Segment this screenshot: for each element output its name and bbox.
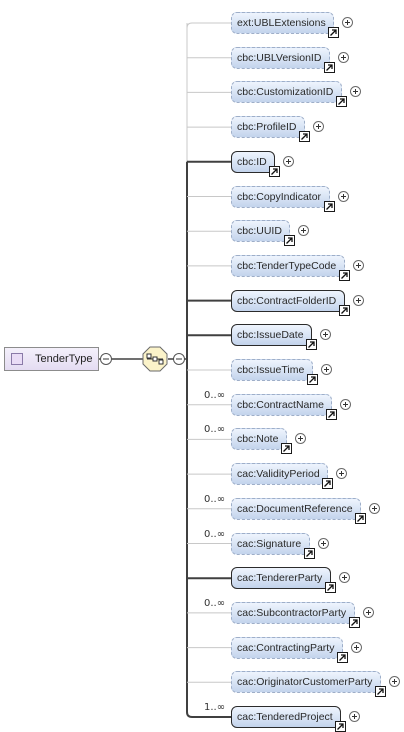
element-label: cbc:IssueDate [237, 329, 304, 342]
element-label: cbc:ContractName [237, 398, 324, 411]
element-box[interactable]: cac:OriginatorCustomerParty [231, 671, 381, 694]
expand-icon[interactable] [350, 86, 361, 98]
element-label: cbc:UUID [237, 225, 282, 238]
expand-icon[interactable] [342, 17, 353, 28]
element-box[interactable]: cbc:CustomizationID [231, 81, 342, 104]
element-label: cbc:Note [237, 433, 279, 446]
element-box[interactable]: cbc:ProfileID [231, 116, 305, 139]
expand-icon[interactable] [389, 676, 400, 688]
element-box[interactable]: cbc:TenderTypeCode [231, 254, 345, 277]
element-box[interactable]: cac:ValidityPeriod [231, 463, 328, 486]
reference-arrow-icon [328, 27, 339, 38]
element-label: cbc:UBLVersionID [237, 51, 322, 64]
element-box[interactable]: cac:Signature [231, 532, 310, 555]
expand-icon[interactable] [353, 259, 364, 271]
expand-icon[interactable] [295, 433, 306, 445]
occurrence-label: 1..∞ [204, 702, 226, 713]
occurrence-label: 0..∞ [204, 597, 226, 609]
element-box[interactable]: cac:TendererParty [231, 567, 331, 590]
expand-icon[interactable] [340, 398, 351, 410]
element-box[interactable]: cbc:UUID [231, 220, 290, 243]
expand-icon[interactable] [318, 537, 329, 549]
expand-icon[interactable] [313, 121, 324, 133]
element-box[interactable]: cbc:ContractFolderID [231, 289, 345, 312]
reference-arrow-icon [284, 235, 295, 247]
compositor-collapse-icon[interactable] [173, 353, 185, 365]
element-label: cbc:CopyIndicator [237, 190, 322, 203]
reference-arrow-icon [337, 651, 348, 663]
expand-icon[interactable] [320, 329, 331, 341]
element-label: cac:ValidityPeriod [237, 468, 320, 481]
branch-line [186, 22, 231, 29]
reference-arrow-icon [269, 165, 280, 177]
reference-arrow-icon [304, 547, 315, 559]
reference-arrow-icon [281, 443, 292, 455]
element-label: cbc:ProfileID [237, 121, 297, 134]
expand-icon[interactable] [321, 364, 332, 375]
expand-icon[interactable] [339, 572, 350, 584]
complex-type-icon [11, 353, 23, 365]
element-box[interactable]: cac:ContractingParty [231, 636, 343, 659]
occurrence-label: 0..∞ [204, 493, 226, 505]
reference-arrow-icon [326, 408, 337, 420]
element-label: cbc:ContractFolderID [237, 294, 337, 307]
element-box[interactable]: cbc:ID [231, 150, 275, 173]
reference-arrow-icon [306, 339, 317, 351]
element-box[interactable]: cbc:Note [231, 428, 287, 451]
reference-arrow-icon [355, 512, 366, 524]
element-box[interactable]: cac:DocumentReference [231, 497, 361, 520]
element-box[interactable]: cbc:ContractName [231, 393, 332, 416]
reference-arrow-icon [375, 686, 386, 698]
reference-arrow-icon [349, 616, 360, 628]
reference-arrow-icon [325, 582, 336, 594]
occurrence-label: 0..∞ [204, 389, 226, 401]
element-label: cbc:ID [237, 155, 267, 168]
reference-arrow-icon [299, 131, 310, 143]
expand-icon[interactable] [363, 606, 374, 618]
expand-icon[interactable] [283, 155, 294, 167]
expand-icon[interactable] [351, 641, 362, 653]
element-box[interactable]: cac:SubcontractorParty [231, 601, 355, 624]
root-type-box[interactable]: TenderType [4, 347, 99, 371]
element-label: cbc:IssueTime [237, 364, 305, 376]
reference-arrow-icon [339, 269, 350, 281]
occurrence-label: 0..∞ [204, 528, 226, 540]
element-label: ext:UBLExtensions [237, 17, 326, 29]
reference-arrow-icon [324, 200, 335, 212]
expand-icon[interactable] [298, 225, 309, 237]
expand-icon[interactable] [369, 502, 380, 514]
reference-arrow-icon [322, 478, 333, 490]
reference-arrow-icon [339, 304, 350, 316]
expand-icon[interactable] [338, 51, 349, 63]
element-label: cac:ContractingParty [237, 641, 335, 654]
element-box[interactable]: cbc:IssueTime [231, 359, 313, 381]
element-box[interactable]: ext:UBLExtensions [231, 12, 334, 34]
element-label: cbc:CustomizationID [237, 86, 334, 99]
element-box[interactable]: cbc:IssueDate [231, 324, 312, 347]
element-label: cac:SubcontractorParty [237, 606, 347, 619]
element-box[interactable]: cbc:UBLVersionID [231, 46, 330, 69]
element-label: cac:TendererParty [237, 572, 323, 585]
element-box[interactable]: cac:TenderedProject [231, 706, 341, 728]
element-label: cbc:TenderTypeCode [237, 259, 337, 272]
sequence-compositor-icon[interactable] [142, 346, 168, 372]
expand-icon[interactable] [349, 711, 360, 722]
branch-line [186, 711, 231, 718]
occurrence-label: 0..∞ [204, 424, 226, 436]
element-label: cac:DocumentReference [237, 502, 353, 515]
root-collapse-icon[interactable] [100, 353, 112, 365]
reference-arrow-icon [307, 374, 318, 385]
element-label: cac:Signature [237, 537, 302, 550]
expand-icon[interactable] [338, 190, 349, 202]
element-box[interactable]: cbc:CopyIndicator [231, 185, 330, 208]
reference-arrow-icon [336, 96, 347, 108]
root-type-label: TenderType [35, 353, 93, 365]
expand-icon[interactable] [336, 468, 347, 480]
element-label: cac:OriginatorCustomerParty [237, 676, 373, 689]
expand-icon[interactable] [353, 294, 364, 306]
reference-arrow-icon [324, 61, 335, 73]
element-label: cac:TenderedProject [237, 711, 333, 723]
